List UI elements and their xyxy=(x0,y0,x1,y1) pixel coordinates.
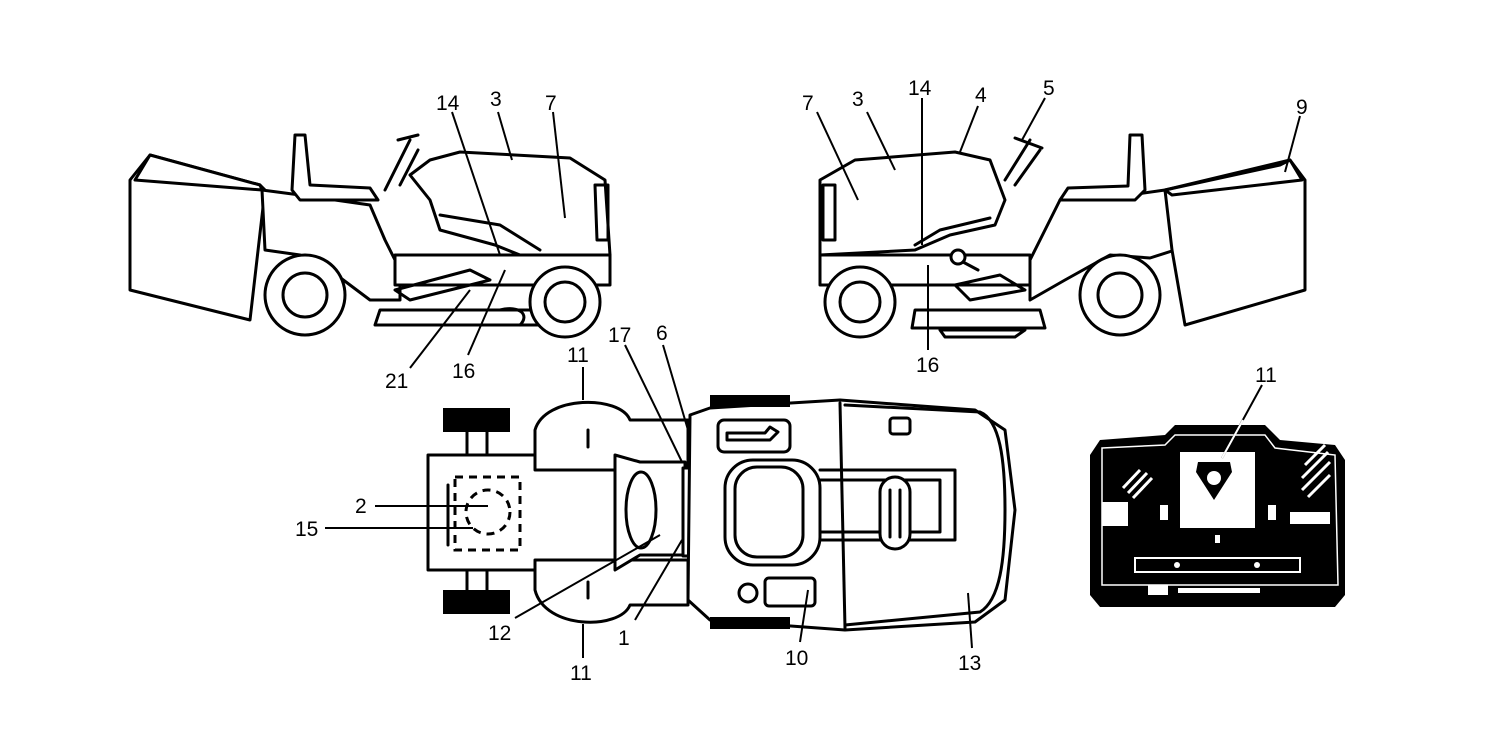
top-fender-top xyxy=(533,400,690,472)
top-fender-bottom xyxy=(533,558,690,624)
callout-label: 16 xyxy=(916,354,939,377)
top-rear-wheel-bottom xyxy=(443,590,510,614)
top-steering-wheel xyxy=(723,458,822,567)
top-tractor-body xyxy=(686,398,1017,632)
callout-label: 11 xyxy=(1255,364,1277,387)
right-front-wheel xyxy=(823,265,897,339)
callout-label: 3 xyxy=(490,88,502,111)
callout-label: 13 xyxy=(958,652,981,675)
callout-label: 3 xyxy=(852,88,864,111)
tractor-left-side-view: 14 3 7 21 16 xyxy=(128,88,612,393)
left-front-wheel xyxy=(528,265,602,339)
callout-label: 15 xyxy=(295,518,318,541)
right-mower-deck xyxy=(910,308,1047,330)
dashboard-panel: 11 xyxy=(1090,364,1345,607)
right-seat xyxy=(1058,133,1147,202)
callout-label: 1 xyxy=(618,627,630,650)
right-collector-bag xyxy=(1163,158,1307,327)
callout-label: 21 xyxy=(385,370,408,393)
callout-label: 5 xyxy=(1043,77,1055,100)
callout-label: 11 xyxy=(567,344,589,367)
callout-label: 6 xyxy=(656,322,668,345)
callout-label: 16 xyxy=(452,360,475,383)
callout-label: 7 xyxy=(545,92,557,115)
callout-label: 17 xyxy=(608,324,631,347)
top-rear-wheel-top xyxy=(443,408,510,432)
callout-label: 4 xyxy=(975,84,987,107)
callout-label: 9 xyxy=(1296,96,1308,119)
callout-label: 10 xyxy=(785,647,808,670)
top-collector-circle xyxy=(464,488,512,536)
callout-label: 12 xyxy=(488,622,511,645)
callout-label: 11 xyxy=(570,662,592,685)
right-hood xyxy=(818,150,1007,257)
left-rear-fender xyxy=(260,188,402,302)
left-seat xyxy=(290,133,380,202)
left-hood xyxy=(408,150,612,257)
callout-label: 2 xyxy=(355,495,367,518)
right-rear-wheel xyxy=(1078,253,1162,337)
tractor-top-view: 11 17 6 2 15 12 1 10 13 11 xyxy=(295,322,1017,685)
callout-label: 14 xyxy=(908,77,932,100)
callout-label: 14 xyxy=(436,92,460,115)
tractor-right-side-view: 7 3 14 4 5 9 16 xyxy=(802,77,1308,377)
left-rear-wheel xyxy=(263,253,347,337)
callout-label: 7 xyxy=(802,92,814,115)
